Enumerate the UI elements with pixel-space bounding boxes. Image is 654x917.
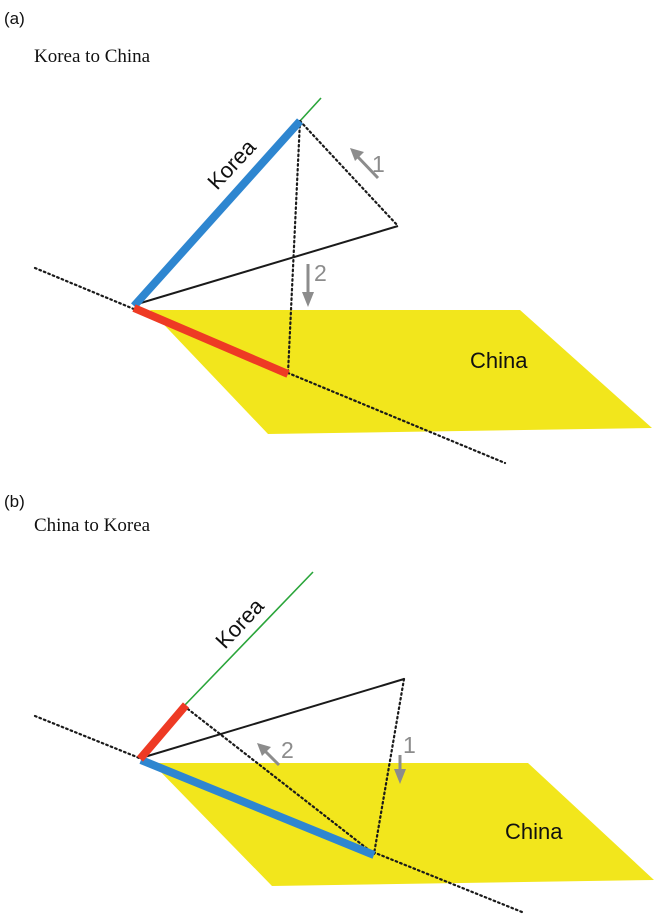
- china-plane-a: [150, 310, 652, 434]
- apex-line-b: [140, 678, 405, 759]
- step-2-label-a: 2: [314, 260, 327, 286]
- panel-a-label: (a): [4, 9, 25, 28]
- step-1-arrow-a: [350, 148, 380, 180]
- step-1-label-a: 1: [372, 151, 385, 177]
- panel-b: (b) China to Korea Korea China 2: [4, 492, 654, 914]
- china-segment-b: [139, 756, 376, 859]
- korea-segment-b: [136, 702, 190, 762]
- reference-line-b: [33, 714, 524, 914]
- korea-label-a: Korea: [202, 134, 261, 195]
- construction-line-b-1: [182, 704, 376, 856]
- step-2-label-b: 2: [281, 737, 294, 763]
- china-label-b: China: [505, 819, 563, 844]
- panel-a-title: Korea to China: [34, 46, 151, 67]
- panel-b-title: China to Korea: [34, 515, 151, 536]
- construction-line-a-1: [298, 119, 400, 228]
- china-segment-a: [132, 304, 290, 378]
- china-plane-b: [152, 763, 654, 886]
- step-2-arrow-a: [302, 264, 314, 307]
- step-1-arrow-b: [394, 755, 406, 784]
- step-2-arrow-b: [257, 743, 281, 767]
- construction-line-a-2: [286, 119, 302, 375]
- step-1-label-b: 1: [403, 732, 416, 758]
- korea-axis-line-b: [183, 571, 314, 707]
- panel-b-label: (b): [4, 492, 25, 511]
- china-label-a: China: [470, 348, 528, 373]
- panel-a: (a) Korea to China Korea China 1: [4, 9, 652, 465]
- korea-label-b: Korea: [210, 593, 269, 654]
- construction-line-b-2: [372, 677, 406, 856]
- apex-line-a: [133, 225, 399, 306]
- korea-extension-line-a: [299, 97, 322, 122]
- korea-segment-a: [131, 118, 303, 309]
